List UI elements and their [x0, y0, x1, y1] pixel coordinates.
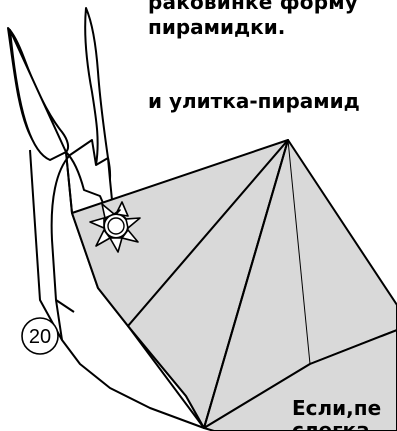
caption-bottom-line-1: Если,пе — [292, 398, 381, 418]
caption-bottom-line-2: слегка — [292, 420, 370, 431]
caption-top-line-2: пирамидки. — [148, 17, 285, 37]
step-number-badge: 20 — [20, 316, 60, 356]
caption-middle: и улитка-пирамид — [148, 91, 360, 111]
caption-top-line-1: раковинке форму — [148, 0, 358, 12]
step-number-text: 20 — [29, 326, 51, 348]
